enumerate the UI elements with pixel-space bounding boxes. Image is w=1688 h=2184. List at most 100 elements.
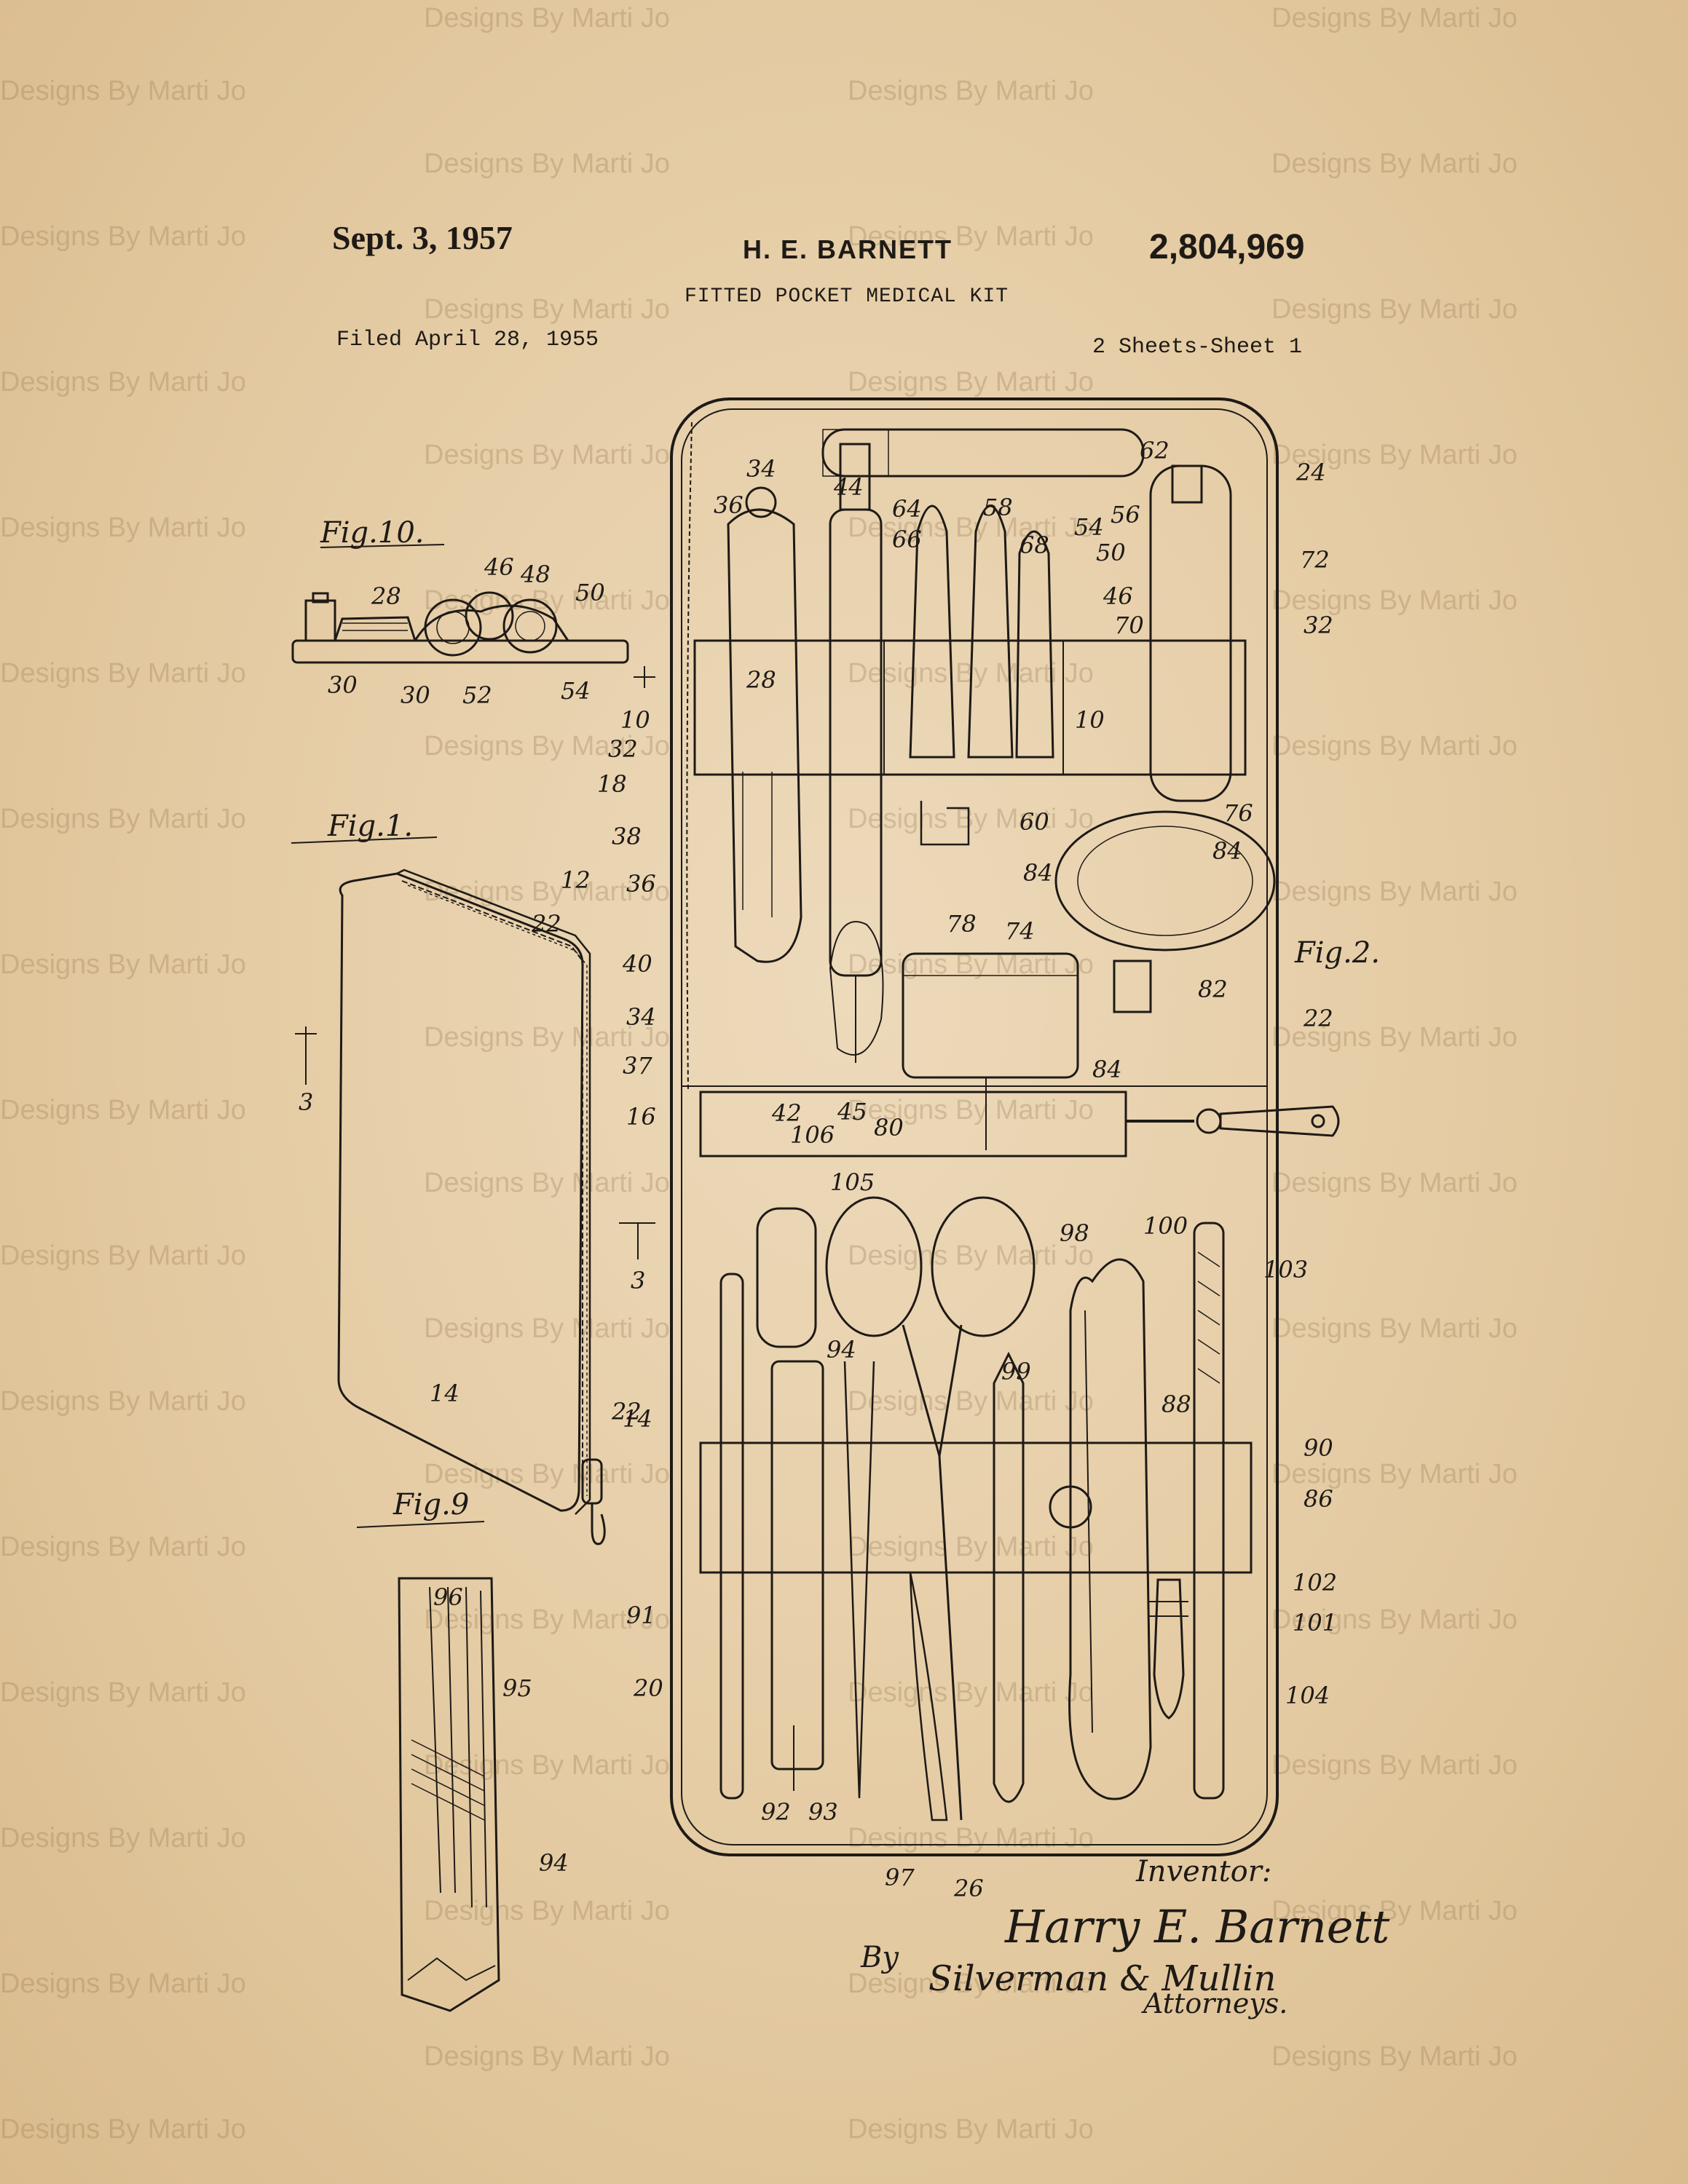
fig9-label: Fig.9 [393,1488,469,1522]
reference-numeral: 78 [947,910,977,938]
reference-numeral: 104 [1285,1682,1330,1709]
reference-numeral: 36 [626,870,656,898]
watermark-text: Designs By Marti Jo [1271,3,1518,33]
reference-numeral: 100 [1143,1212,1188,1240]
reference-numeral: 72 [1300,546,1330,574]
reference-numeral: 44 [833,473,864,501]
by-label: By [861,1941,899,1974]
reference-numeral: 28 [746,666,776,694]
section-10-right: 10 [1075,706,1105,734]
watermark-text: Designs By Marti Jo [0,1969,246,1999]
attorneys-signature: Silverman & Mullin [928,1958,1277,1999]
reference-numeral: 82 [1198,976,1228,1003]
watermark-text: Designs By Marti Jo [848,1677,1094,1708]
watermark-text: Designs By Marti Jo [848,1969,1094,1999]
watermark-text: Designs By Marti Jo [0,76,246,106]
watermark-text: Designs By Marti Jo [424,1750,670,1781]
watermark-text: Designs By Marti Jo [424,3,670,33]
watermark-text: Designs By Marti Jo [0,949,246,980]
reference-numeral: 98 [1060,1219,1089,1247]
reference-numeral: 103 [1263,1256,1308,1283]
reference-numeral: 50 [1096,539,1126,566]
watermark-text: Designs By Marti Jo [0,658,246,689]
figure-10: Fig.10. [291,516,629,664]
watermark-text: Designs By Marti Jo [848,1386,1094,1417]
reference-numeral: 95 [502,1674,532,1702]
inventor-name-header: H. E. BARNETT [743,234,953,264]
watermark-text: Designs By Marti Jo [848,1823,1094,1853]
reference-numeral: 84 [1212,837,1242,865]
reference-numeral: 84 [1092,1056,1122,1083]
reference-numeral: 84 [1023,859,1053,887]
watermark-text: Designs By Marti Jo [1271,1168,1518,1198]
reference-numeral: 60 [1019,808,1049,836]
reference-numeral: 93 [808,1798,838,1826]
reference-numeral: 48 [520,561,551,588]
reference-numeral: 74 [1005,917,1035,945]
reference-numeral: 90 [1304,1434,1333,1462]
section-10-marks: 10 10 [620,666,1105,734]
watermark-text: Designs By Marti Jo [424,294,670,325]
reference-numeral: 37 [623,1052,652,1080]
watermark-text: Designs By Marti Jo [848,1095,1094,1125]
figure-2-kit: Fig.2. [670,397,1380,1856]
reference-numeral: 20 [633,1674,663,1702]
figure-9: Fig.9 [356,1488,500,2012]
reference-numeral: 22 [1303,1005,1333,1032]
reference-numeral: 105 [830,1168,875,1196]
section-10-left: 10 [620,706,650,734]
watermark-text: Designs By Marti Jo [0,1823,246,1853]
reference-numeral: 28 [371,582,401,610]
watermark-text: Designs By Marti Jo [848,804,1094,834]
watermark-text: Designs By Marti Jo [1271,149,1518,179]
watermark-text: Designs By Marti Jo [1271,440,1518,470]
reference-numeral: 30 [328,671,358,699]
watermark-text: Designs By Marti Jo [848,1241,1094,1271]
reference-numeral: 32 [608,735,638,763]
reference-numeral: 54 [561,677,591,705]
reference-numeral: 94 [539,1849,569,1877]
reference-numeral: 14 [430,1380,460,1407]
watermark-text: Designs By Marti Jo [1271,1022,1518,1053]
reference-numeral: 68 [1019,531,1049,559]
watermark-text: Designs By Marti Jo [0,1677,246,1708]
watermark-text: Designs By Marti Jo [1271,585,1518,616]
watermark-text: Designs By Marti Jo [0,1095,246,1125]
watermark-text: Designs By Marti Jo [0,1241,246,1271]
watermark-text: Designs By Marti Jo [424,731,670,761]
watermark-text: Designs By Marti Jo [0,1532,246,1562]
patent-number: 2,804,969 [1149,228,1305,266]
reference-numeral: 86 [1304,1485,1333,1513]
watermark-text: Designs By Marti Jo [0,367,246,397]
watermark-text: Designs By Marti Jo [1271,2041,1518,2072]
reference-numeral: 62 [1140,437,1170,464]
reference-numeral: 66 [892,526,922,553]
fig1-label: Fig.1. [327,810,413,843]
watermark-text: Designs By Marti Jo [848,221,1094,252]
reference-numeral: 12 [561,866,591,894]
reference-numeral: 50 [575,579,605,606]
watermark-text: Designs By Marti Jo [424,1168,670,1198]
watermark-text: Designs By Marti Jo [848,367,1094,397]
reference-numeral: 101 [1293,1609,1337,1637]
watermark-text: Designs By Marti Jo [424,440,670,470]
watermark-text: Designs By Marti Jo [424,1896,670,1926]
reference-numeral: 70 [1114,612,1144,639]
watermark-text: Designs By Marti Jo [848,513,1094,543]
watermark-text: Designs By Marti Jo [0,1386,246,1417]
reference-numeral: 76 [1223,799,1253,827]
inventor-signature: Harry E. Barnett [1005,1900,1390,1953]
reference-numeral: 54 [1074,513,1104,541]
reference-numeral: 88 [1162,1390,1191,1418]
reference-numeral: 46 [484,553,514,581]
watermark-text: Designs By Marti Jo [1271,1605,1518,1635]
reference-numeral: 80 [874,1114,904,1142]
reference-numeral: 32 [1304,612,1333,639]
watermark-text: Designs By Marti Jo [1271,1459,1518,1489]
reference-numeral: 56 [1111,501,1140,529]
reference-numeral: 96 [433,1583,463,1611]
reference-numeral: 52 [462,681,492,709]
watermark-text: Designs By Marti Jo [1271,877,1518,907]
